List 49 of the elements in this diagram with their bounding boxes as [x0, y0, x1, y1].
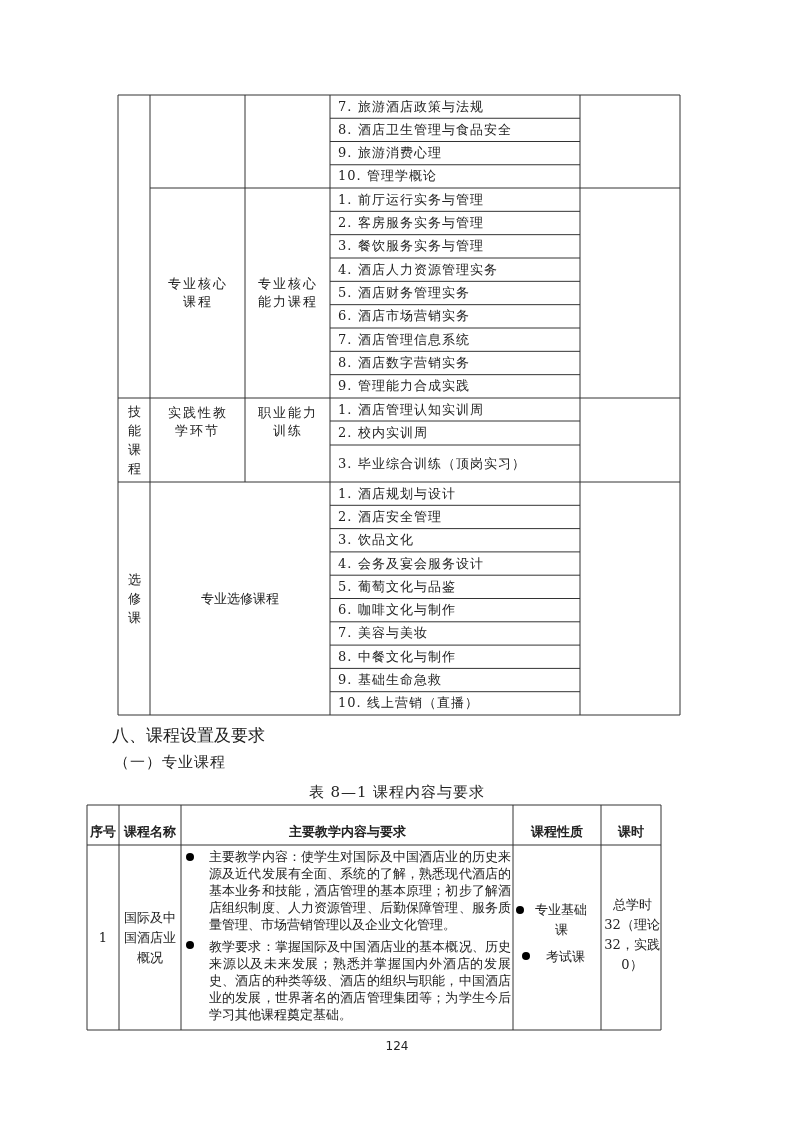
course-item: 3. 餐饮服务实务与管理 [338, 237, 484, 256]
subsection-heading: （一）专业课程 [114, 753, 226, 771]
category-label: 专业选修课程 [201, 589, 279, 608]
course-item: 6. 咖啡文化与制作 [338, 601, 456, 620]
course-item: 8. 中餐文化与制作 [338, 647, 456, 666]
course-item: 9. 管理能力合成实践 [338, 377, 470, 396]
course-item: 7. 旅游酒店政策与法规 [338, 97, 484, 116]
course-item: 1. 前厅运行实务与管理 [338, 190, 484, 209]
course-item: 8. 酒店卫生管理与食品安全 [338, 120, 512, 139]
course-item: 2. 客房服务实务与管理 [338, 214, 484, 232]
category-label: 实践性教学环节 [166, 404, 229, 440]
column-header: 序号 [90, 822, 116, 841]
course-item: 9. 基础生命急救 [338, 671, 442, 690]
course-item: 4. 会务及宴会服务设计 [338, 554, 484, 573]
course-name: 国际及中国酒店业概况 [123, 908, 177, 967]
category-label: 职业能力训练 [256, 404, 319, 440]
course-item: 6. 酒店市场营销实务 [338, 307, 470, 326]
category-label: 技能课程 [127, 403, 141, 478]
course-item: 7. 酒店管理信息系统 [338, 330, 470, 349]
row-number: 1 [98, 928, 108, 947]
course-type: 考试课 [545, 948, 585, 966]
course-item: 3. 毕业综合训练（顶岗实习） [338, 454, 526, 473]
course-item: 2. 校内实训周 [338, 424, 428, 442]
section-heading: 八、课程设置及要求 [112, 726, 265, 744]
course-item: 7. 美容与美妆 [338, 624, 428, 643]
table-caption: 表 8—1 课程内容与要求 [308, 783, 486, 801]
content-paragraph: 教学要求：掌握国际及中国酒店业的基本概况、历史来源以及未来发展；熟悉并掌握国内外酒店的发展史、酒店的种类等级、酒店的组织与职能，中国酒店业的发展，世界著名的酒店管理集团等；为学生今后学习其他课程奠定基础。 [209, 938, 511, 1023]
column-header: 主要教学内容与要求 [288, 822, 406, 841]
course-item: 8. 酒店数字营销实务 [338, 354, 470, 372]
course-item: 10. 线上营销（直播） [338, 694, 479, 713]
course-item: 5. 酒店财务管理实务 [338, 284, 470, 302]
content-paragraph: 主要教学内容：使学生对国际及中国酒店业的历史来源及近代发展有全面、系统的了解，熟悉现代酒店的基本业务和技能，酒店管理的基本原理；初步了解酒店组织制度、人力资源管理、后勤保障管理、服务质量管理、市场营销管理以及企业文化管理。 [209, 848, 511, 933]
course-item: 2. 酒店安全管理 [338, 507, 442, 526]
credit-hours: 总学时 32（理论 32，实践 0） [603, 896, 661, 974]
course-item: 4. 酒店人力资源管理实务 [338, 260, 498, 279]
category-label: 专业核心能力课程 [256, 275, 319, 311]
page-number: 124 [385, 1038, 409, 1055]
column-header: 课程名称 [124, 822, 176, 841]
category-label: 专业核心课程 [166, 275, 229, 311]
category-label: 选修课 [127, 571, 141, 627]
column-header: 课程性质 [531, 822, 583, 841]
course-item: 3. 饮品文化 [338, 531, 414, 550]
course-item: 1. 酒店管理认知实训周 [338, 400, 484, 419]
course-item: 10. 管理学概论 [338, 167, 437, 186]
course-item: 9. 旅游消费心理 [338, 144, 442, 163]
column-header: 课时 [618, 822, 644, 841]
course-type: 专业基础课 [534, 901, 588, 939]
course-item: 5. 葡萄文化与品鉴 [338, 577, 456, 596]
course-item: 1. 酒店规划与设计 [338, 484, 456, 503]
